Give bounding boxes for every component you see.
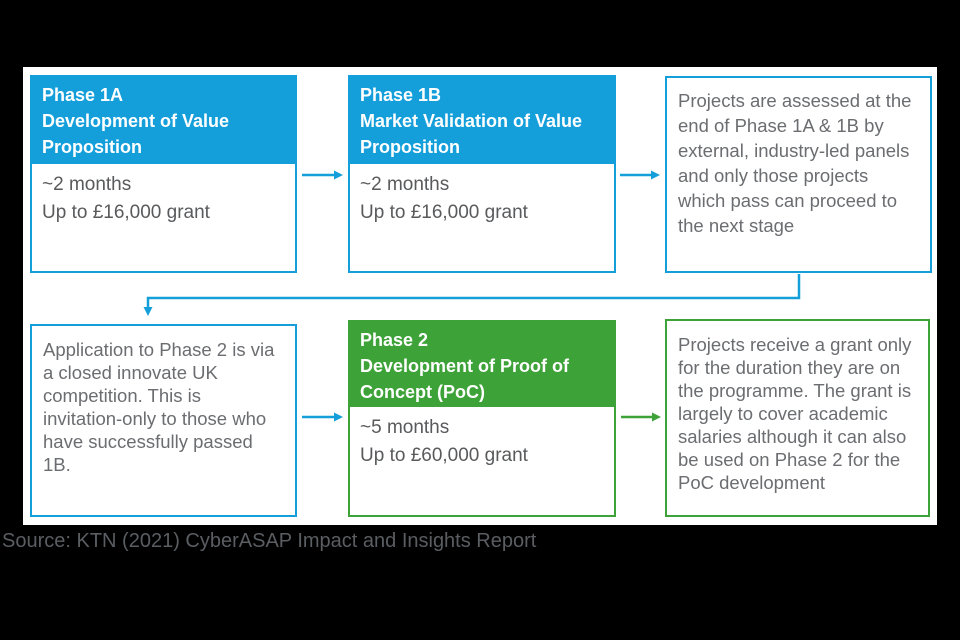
grant-note-box: Projects receive a grant only for the du… bbox=[665, 319, 930, 517]
assessment-note-box: Projects are assessed at the end of Phas… bbox=[665, 76, 932, 273]
phase-1b-details: ~2 months Up to £16,000 grant bbox=[360, 174, 528, 223]
application-note-box: Application to Phase 2 is via a closed i… bbox=[30, 324, 297, 517]
phase-1b-box: Phase 1B Market Validation of Value Prop… bbox=[348, 75, 616, 273]
phase-2-details: ~5 months Up to £60,000 grant bbox=[360, 417, 528, 466]
phase-1a-box: Phase 1A Development of Value Propositio… bbox=[30, 75, 297, 273]
phase-2-box: Phase 2 Development of Proof of Concept … bbox=[348, 320, 616, 517]
phase-1a-header: Phase 1A Development of Value Propositio… bbox=[32, 77, 295, 164]
phase-1a-details: ~2 months Up to £16,000 grant bbox=[42, 174, 210, 223]
phase-2-header: Phase 2 Development of Proof of Concept … bbox=[350, 322, 614, 407]
phase-1b-header: Phase 1B Market Validation of Value Prop… bbox=[350, 77, 614, 164]
source-caption: Source: KTN (2021) CyberASAP Impact and … bbox=[2, 530, 537, 552]
